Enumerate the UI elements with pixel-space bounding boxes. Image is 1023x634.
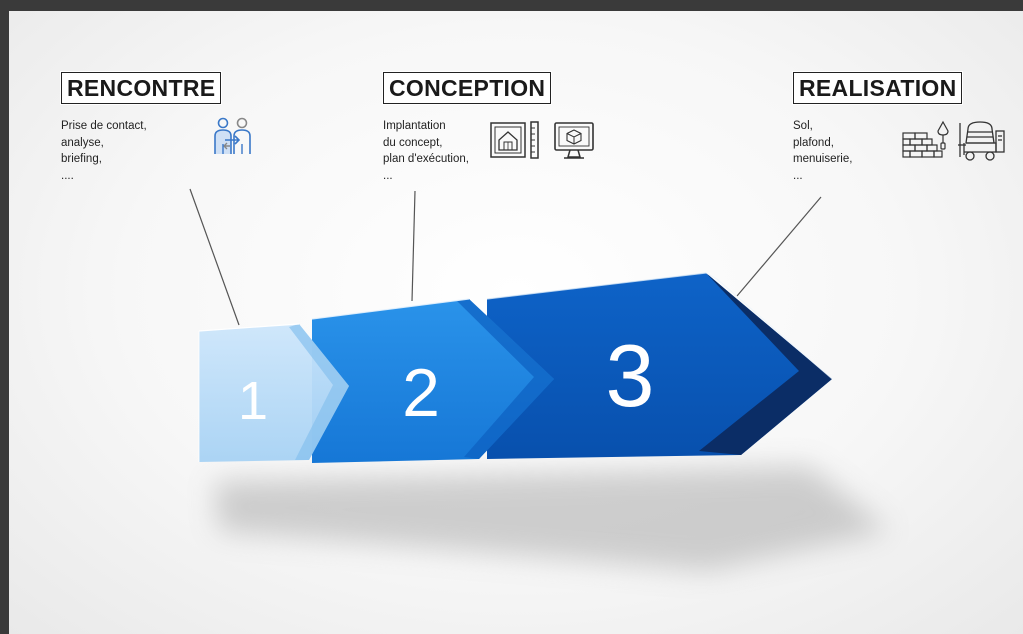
process-arrow-3	[486, 272, 833, 459]
description-line: plan d'exécution,	[383, 153, 469, 165]
blueprint-icon	[490, 121, 539, 159]
connector-line-1	[189, 188, 240, 326]
description-line: analyse,	[61, 136, 104, 149]
process-arrows: 1 2 3	[198, 272, 889, 571]
stage-title: REALISATION	[793, 72, 963, 104]
connector-lines	[189, 188, 822, 326]
stage-title: RENCONTRE	[61, 72, 222, 104]
step-number-1: 1	[238, 371, 268, 431]
monitor-3d-icon	[554, 122, 594, 159]
description-line: du concept,	[383, 136, 443, 149]
description-line: Sol,	[793, 120, 813, 132]
stage-description: Implantation du concept, plan d'exécutio…	[383, 118, 683, 184]
step-number-2: 2	[402, 355, 440, 431]
step-number-3: 3	[606, 326, 655, 425]
meeting-people-icon	[214, 117, 251, 154]
cement-mixer-icon	[958, 121, 1005, 161]
brick-wall-trowel-icon	[902, 120, 949, 158]
process-arrow-1	[198, 323, 349, 462]
connector-line-2	[411, 190, 416, 302]
description-line: ...	[793, 169, 803, 182]
description-line: plafond,	[793, 136, 834, 149]
description-line: Prise de contact,	[61, 120, 147, 132]
process-arrow-2	[311, 298, 554, 463]
description-line: menuiserie,	[793, 153, 853, 165]
stage-description: Prise de contact, analyse, briefing, ...…	[61, 118, 361, 184]
connector-line-3	[736, 196, 822, 297]
stage-description: Sol, plafond, menuiserie, ...	[793, 118, 1023, 184]
description-line: ...	[383, 169, 393, 182]
description-line: Implantation	[383, 120, 446, 132]
description-line: briefing,	[61, 153, 102, 165]
description-line: ....	[61, 169, 74, 182]
stage-title: CONCEPTION	[383, 72, 552, 104]
stage-rencontre: RENCONTRE Prise de contact, analyse, bri…	[61, 72, 361, 184]
stage-conception: CONCEPTION Implantation du concept, plan…	[383, 72, 683, 184]
process-infographic: RENCONTRE Prise de contact, analyse, bri…	[9, 11, 1023, 634]
stage-realisation: REALISATION Sol, plafond, menuiserie, ..…	[793, 72, 1023, 184]
